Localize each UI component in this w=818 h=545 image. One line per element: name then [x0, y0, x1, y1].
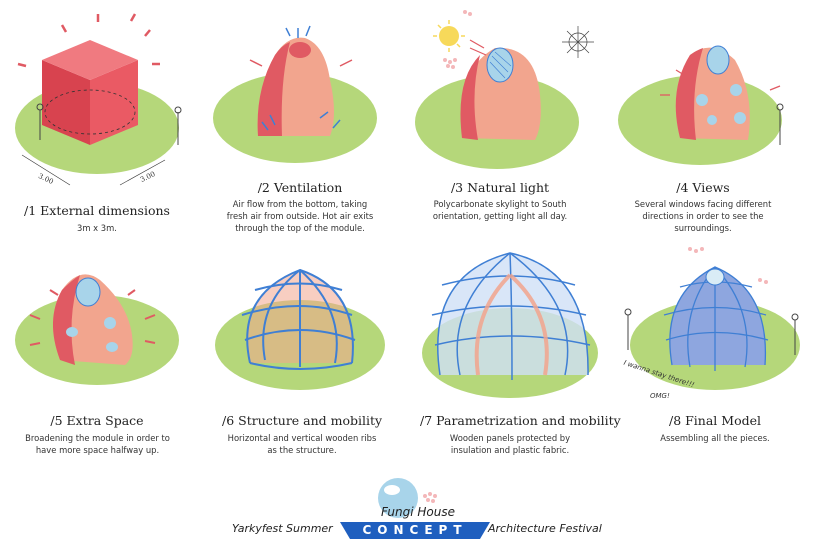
panel-8-desc: Assembling all the pieces. [660, 433, 770, 443]
panel-2-illustration [213, 25, 377, 163]
cube-top-face [42, 40, 138, 80]
logo-banner-text: CONCEPT [362, 523, 468, 537]
panel-5-title: /5 Extra Space [50, 413, 144, 428]
illustration-row-1 [15, 10, 784, 186]
panel-7-title: /7 Parametrization and mobility [420, 413, 621, 428]
panel-3-desc: Polycarbonate skylight to South orientat… [432, 199, 568, 221]
panel-1-illustration [15, 13, 182, 186]
panel-5-illustration [15, 274, 179, 385]
panel-4-desc: Several windows facing different directi… [634, 199, 772, 233]
illustration-row-2 [15, 247, 800, 398]
panel-2-title: /2 Ventilation [257, 180, 343, 195]
panel-2-desc: Air flow from the bottom, taking fresh a… [226, 199, 374, 233]
panel-5-desc: Broadening the module in order to have m… [25, 433, 170, 455]
footer-right: Architecture Festival [488, 522, 602, 535]
panel-1-desc: 3m x 3m. [77, 223, 117, 233]
panel-6-desc: Horizontal and vertical wooden ribs as t… [227, 433, 377, 455]
exclaim-note: OMG! [650, 392, 670, 400]
panel-6-title: /6 Structure and mobility [222, 413, 383, 428]
panel-4-title: /4 Views [676, 180, 730, 195]
cube-right-face [90, 60, 138, 145]
panel-7-desc: Wooden panels protected by insulation an… [449, 433, 571, 455]
panel-8-illustration [624, 247, 800, 390]
logo-banner [340, 522, 490, 539]
panel-8-title: /8 Final Model [668, 413, 761, 428]
panel-1-title: /1 External dimensions [24, 203, 170, 218]
panel-3-title: /3 Natural light [450, 180, 550, 195]
compass-icon [562, 26, 594, 58]
cube-left-face [42, 60, 90, 145]
footer-logo [340, 478, 490, 539]
panel-4-illustration [618, 45, 784, 165]
panel-6-illustration [215, 268, 385, 390]
panel-3-illustration [415, 10, 594, 169]
logo-title: Fungi House [381, 505, 455, 519]
panel-7-illustration [422, 252, 598, 398]
sun-icon [439, 26, 459, 46]
footer-left: Yarkyfest Summer [232, 522, 333, 535]
